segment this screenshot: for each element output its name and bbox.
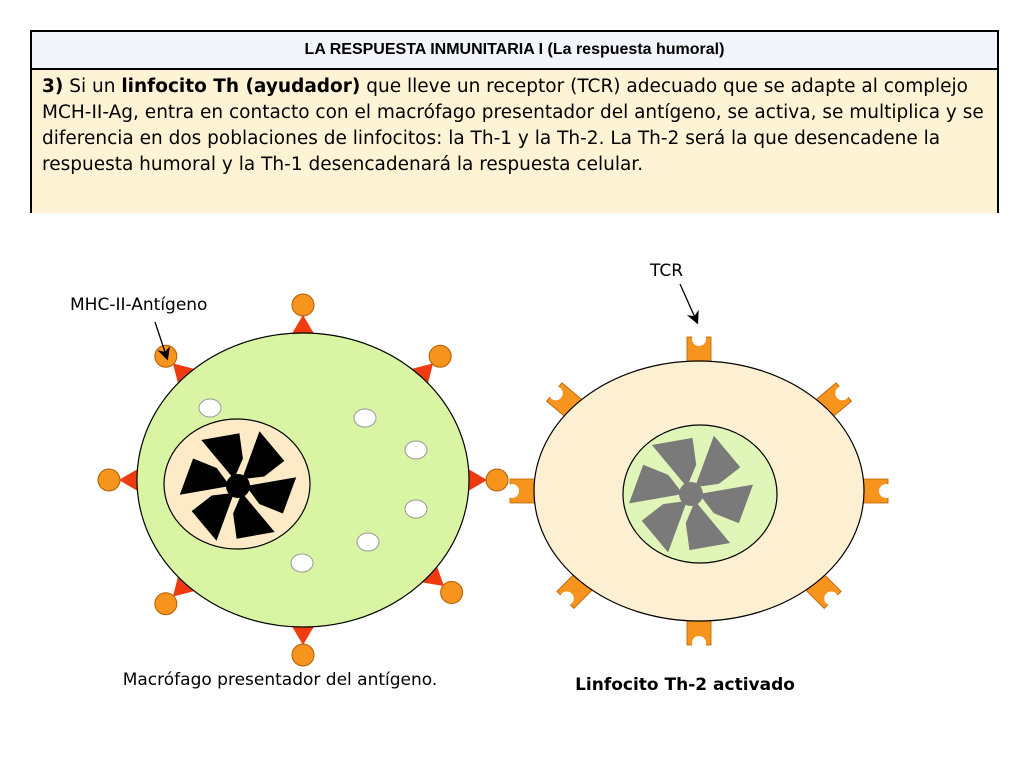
chromatin-center <box>679 482 703 506</box>
chromatin-segment <box>191 492 234 541</box>
vesicles <box>198 398 428 573</box>
chromatin-segment <box>201 433 243 480</box>
macrophage-caption: Macrófago presentador del antígeno. <box>122 670 438 690</box>
chromatin-segment <box>699 484 753 524</box>
chromatin-segment <box>685 500 731 551</box>
mhc-triangle <box>465 467 487 493</box>
tcr-receptor <box>505 478 539 504</box>
chromatin-segment <box>242 431 285 480</box>
mhc-label: MHC-II-Antígeno <box>70 295 207 315</box>
text-b: que lleve un receptor (TCR) adecuado que… <box>42 76 984 175</box>
tcr-arrow <box>679 283 699 325</box>
tcr-binding-site <box>692 332 706 346</box>
tcr-receptor <box>686 332 712 366</box>
antigen-circle <box>428 344 452 368</box>
tcr-binding-site <box>879 484 893 498</box>
slide-title: LA RESPUESTA INMUNITARIA I (La respuesta… <box>32 32 997 70</box>
description-paragraph: 3) Si un linfocito Th (ayudador) que lle… <box>32 70 997 213</box>
chromatin-segment <box>179 458 230 495</box>
tcr-binding-site <box>505 484 519 498</box>
lymphocyte-chromatin <box>629 435 753 553</box>
tcr-label: TCR <box>649 261 683 281</box>
mhc-antigen-complex <box>465 467 509 493</box>
antigen-circle <box>97 468 121 492</box>
mhc-antigen-complex <box>290 293 316 337</box>
chromatin-segment <box>695 435 741 488</box>
chromatin-center <box>226 474 250 498</box>
chromatin-segment <box>246 477 297 514</box>
bold-term: linfocito Th (ayudador) <box>121 76 361 97</box>
tcr-receptor <box>859 478 893 504</box>
macrophage-cell <box>97 293 509 667</box>
lymphocyte-caption: Linfocito Th-2 activado <box>575 675 795 695</box>
antigen-circle <box>440 580 464 604</box>
mhc-triangle <box>290 623 316 645</box>
macrophage-chromatin <box>179 431 297 541</box>
antigen-circle <box>485 468 509 492</box>
tcr-binding-site <box>559 591 574 606</box>
vesicle <box>404 440 428 460</box>
mhc-triangle <box>290 315 316 337</box>
mhc-antigen-complex <box>97 467 141 493</box>
mhc-arrow <box>154 321 170 361</box>
text-a: Si un <box>69 76 116 97</box>
antigen-circle <box>154 592 178 616</box>
chromatin-segment <box>651 437 697 488</box>
vesicle <box>353 408 377 428</box>
tcr-binding-site <box>692 636 706 650</box>
chromatin-segment <box>629 464 683 504</box>
header-box: LA RESPUESTA INMUNITARIA I (La respuesta… <box>30 30 999 213</box>
tcr-binding-site <box>548 386 563 401</box>
lymphocyte-cell <box>505 332 893 650</box>
antigen-circle <box>291 643 315 667</box>
tcr-binding-site <box>824 591 839 606</box>
mhc-antigen-complex <box>290 623 316 667</box>
vesicle <box>290 553 314 573</box>
tcr-binding-site <box>835 386 850 401</box>
vesicle <box>404 499 428 519</box>
step-number: 3) <box>42 76 64 97</box>
chromatin-segment <box>641 500 687 553</box>
tcr-receptor <box>686 616 712 650</box>
vesicle <box>198 398 222 418</box>
antigen-circle <box>291 293 315 317</box>
chromatin-segment <box>233 492 275 539</box>
vesicle <box>356 532 380 552</box>
mhc-triangle <box>119 467 141 493</box>
